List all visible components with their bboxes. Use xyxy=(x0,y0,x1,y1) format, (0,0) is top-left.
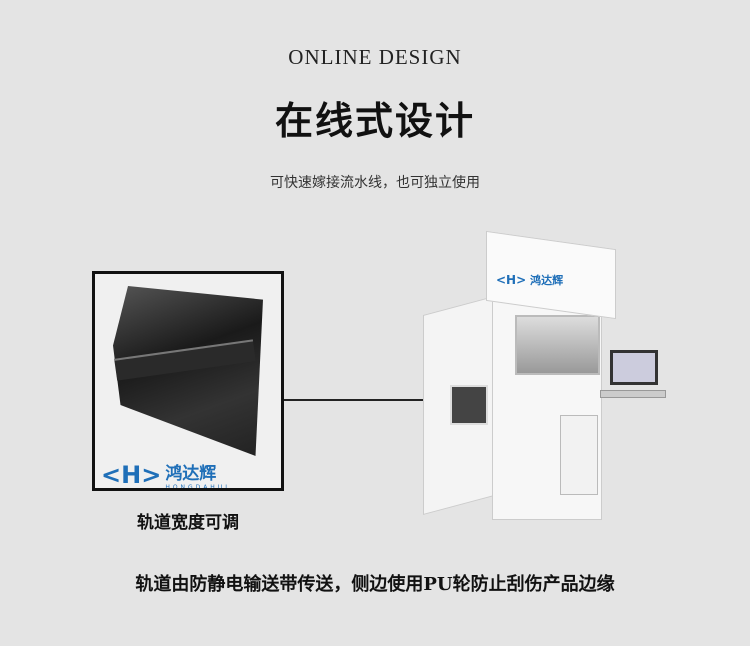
machine-image: <H> 鸿达辉 xyxy=(420,230,670,530)
machine-window xyxy=(515,315,600,375)
hongdahui-logo-icon: <H> xyxy=(496,273,527,287)
machine-logo-text: 鸿达辉 xyxy=(530,274,564,287)
callout-line xyxy=(284,399,454,401)
hongdahui-logo-icon: <H> xyxy=(101,461,162,489)
keyboard-tray xyxy=(600,390,666,398)
detail-inset-photo: <H> 鸿达辉 HONGDAHUI xyxy=(92,271,284,491)
machine-cabinet-doors xyxy=(560,415,598,495)
subtitle: 可快速嫁接流水线，也可独立使用 xyxy=(270,175,480,191)
title-english: ONLINE DESIGN xyxy=(288,45,462,69)
monitor xyxy=(610,350,658,385)
logo-text-cn: 鸿达辉 xyxy=(165,464,217,484)
inset-caption: 轨道宽度可调 xyxy=(137,513,239,533)
inset-logo: <H> 鸿达辉 HONGDAHUI xyxy=(101,459,230,491)
title-chinese: 在线式设计 xyxy=(274,98,475,143)
machine-logo: <H> 鸿达辉 xyxy=(496,272,563,288)
footer-caption: 轨道由防静电输送带传送，侧边使用PU轮防止刮伤产品边缘 xyxy=(135,574,615,595)
logo-text-en: HONGDAHUI xyxy=(165,484,230,491)
machine-side-opening xyxy=(450,385,488,425)
